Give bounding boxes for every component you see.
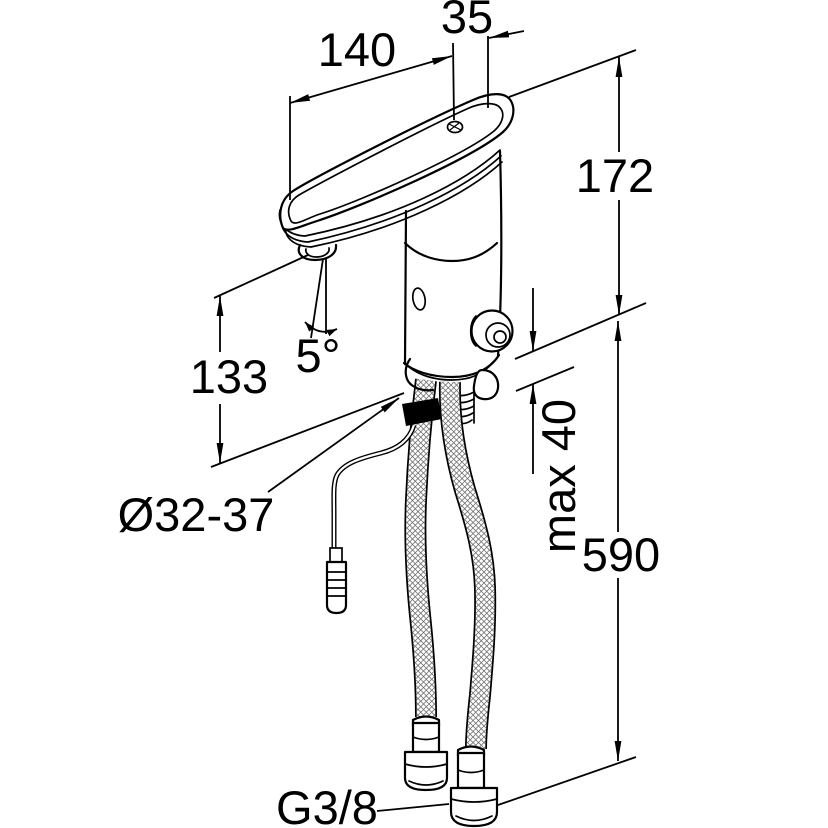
label-spout-offset: 35 — [441, 0, 493, 43]
label-connection-length: 590 — [582, 528, 660, 581]
cable-plug — [325, 547, 348, 615]
label-hole-diameter: Ø32-37 — [118, 488, 275, 541]
label-max-deck-thickness: max 40 — [532, 399, 585, 553]
label-thread-size: G3/8 — [276, 781, 378, 828]
mounting-clamp — [402, 398, 442, 426]
spout-angle-indicator — [304, 258, 338, 339]
side-button — [469, 309, 514, 353]
label-spout-height: 133 — [190, 350, 268, 403]
label-spout-reach: 140 — [318, 23, 396, 76]
leader-hole-diameter — [267, 397, 400, 493]
dim-line-35 — [488, 30, 525, 39]
label-total-height: 172 — [576, 149, 654, 202]
sensor-cable — [331, 424, 417, 550]
dimension-lines — [216, 30, 623, 761]
sensor-window — [411, 287, 427, 311]
faucet-spout-handle — [278, 93, 515, 262]
dimension-labels: 140 35 172 133 5° Ø32-37 max 40 590 G3/8 — [118, 0, 661, 828]
aerator-screw-icon — [446, 120, 464, 134]
reference-lines — [210, 36, 647, 812]
connector-left — [403, 715, 449, 792]
dim-line-140 — [289, 55, 453, 104]
faucet-body — [402, 149, 503, 401]
connector-right — [449, 745, 499, 828]
supply-hose-right — [438, 381, 497, 750]
label-spout-angle: 5° — [296, 329, 341, 382]
supply-hose-left — [404, 378, 437, 718]
